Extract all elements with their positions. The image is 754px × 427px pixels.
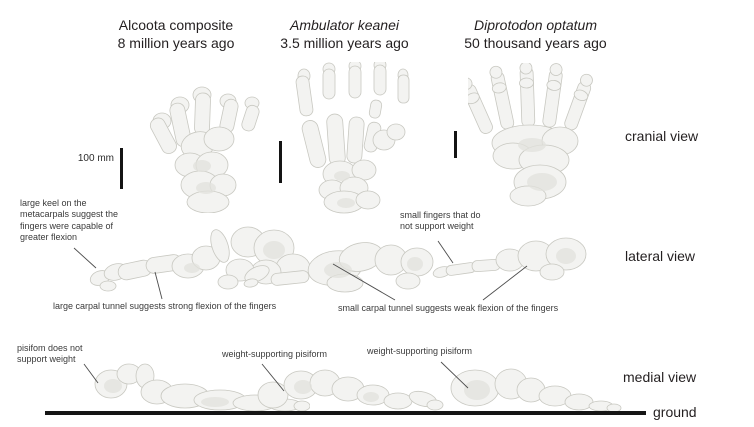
bone-medial-alcoota xyxy=(94,363,310,412)
column-header-diprotodon: Diprotodon optatum 50 thousand years ago xyxy=(448,16,623,53)
annotation-pisiform-supporting-diprotodon: weight-supporting pisiform xyxy=(367,346,473,356)
specimen-name: Alcoota composite xyxy=(118,17,234,33)
view-label-lateral: lateral view xyxy=(625,248,696,264)
bone-medial-diprotodon xyxy=(450,368,622,412)
specimen-name: Diprotodon optatum xyxy=(474,17,597,33)
bone-cranial-diprotodon xyxy=(468,63,593,207)
scale-bar-diprotodon xyxy=(454,131,457,158)
bone-medial-ambulator xyxy=(257,369,444,411)
column-header-alcoota: Alcoota composite 8 million years ago xyxy=(96,16,256,53)
view-label-cranial: cranial view xyxy=(625,128,699,144)
ground-line xyxy=(45,411,646,415)
column-header-ambulator: Ambulator keanei 3.5 million years ago xyxy=(262,16,427,53)
ground-label: ground xyxy=(653,404,697,420)
annotation-small-carpal-tunnel: small carpal tunnel suggests weak flexio… xyxy=(338,303,559,313)
annotation-small-fingers: small fingers that do not support weight xyxy=(400,210,481,232)
specimen-age: 50 thousand years ago xyxy=(464,35,607,52)
scale-bar-ambulator xyxy=(279,141,282,183)
annotation-large-carpal-tunnel: large carpal tunnel suggests strong flex… xyxy=(53,301,277,311)
bone-lateral-ambulator xyxy=(243,242,434,293)
bone-lateral-diprotodon xyxy=(432,237,587,281)
scale-bar-alcoota xyxy=(120,148,123,189)
view-label-medial: medial view xyxy=(623,369,697,385)
specimen-name: Ambulator keanei xyxy=(290,17,399,33)
specimen-age: 3.5 million years ago xyxy=(280,35,409,52)
annotation-pisiform-supporting-ambulator: weight-supporting pisiform xyxy=(222,349,328,359)
bone-cranial-ambulator xyxy=(295,62,410,214)
annotation-large-keel: large keel on the metacarpals suggest th… xyxy=(20,198,119,242)
bone-cranial-alcoota xyxy=(149,86,260,213)
specimen-age: 8 million years ago xyxy=(117,35,235,52)
annotation-pisiform-not-supporting: pisifom does not support weight xyxy=(17,343,83,365)
scale-bar-label: 100 mm xyxy=(77,153,114,164)
